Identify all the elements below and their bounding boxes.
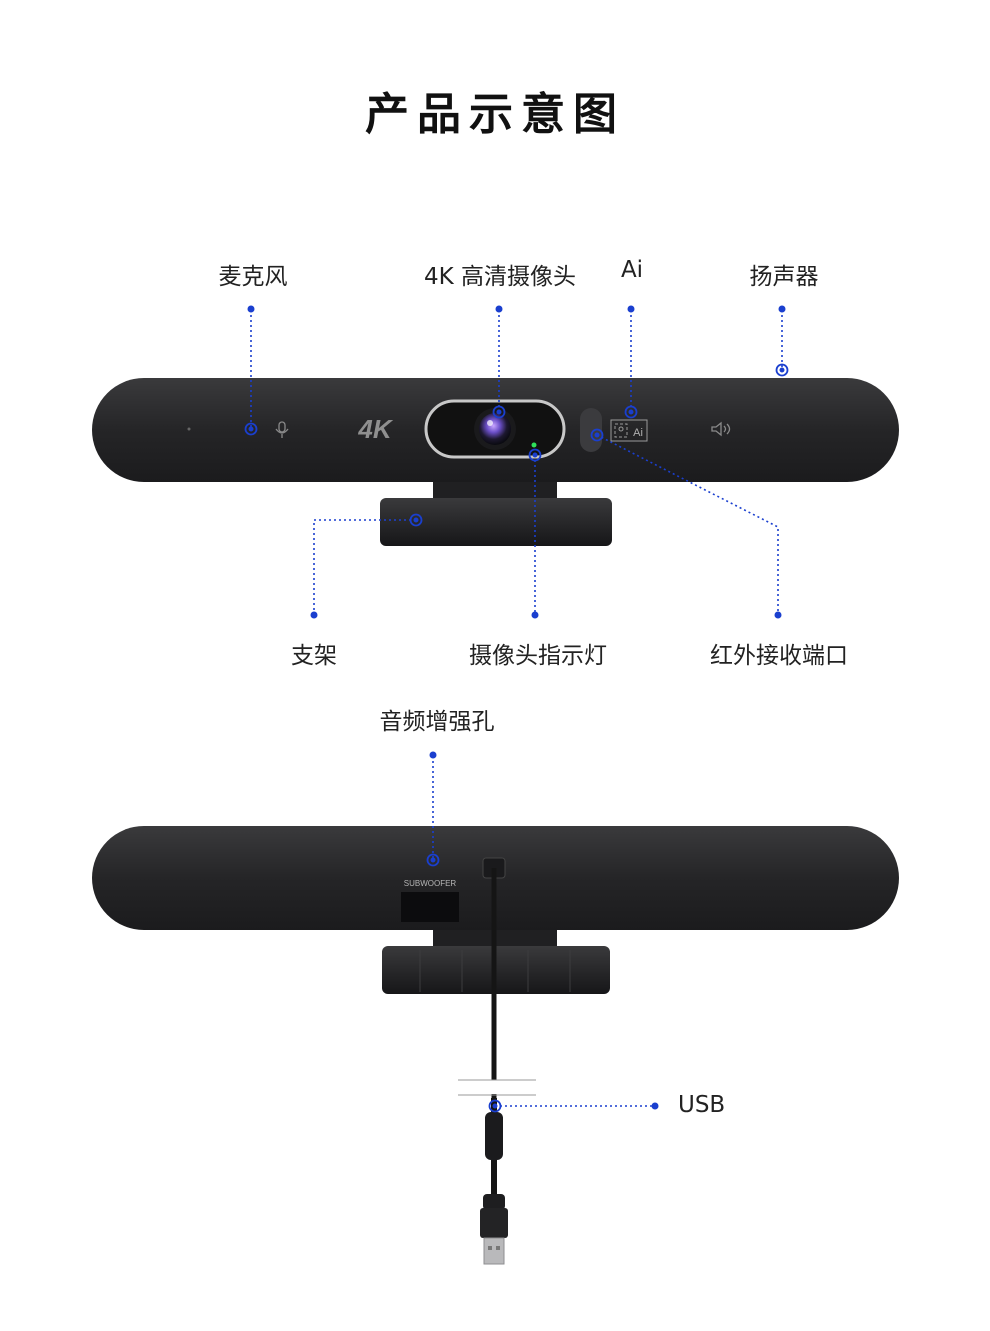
back-callouts — [432, 756, 655, 1107]
label-microphone: 麦克风 — [218, 264, 288, 290]
subwoofer-port — [401, 892, 459, 922]
dot-ir-bottom — [774, 611, 782, 619]
callout-line-stand — [313, 519, 416, 614]
label-ai: Ai — [620, 257, 644, 283]
subwoofer-text: SUBWOOFER — [404, 879, 457, 888]
front-view: 4K Ai — [92, 378, 899, 546]
ferrite-core — [485, 1112, 503, 1160]
badge-4k: 4K — [357, 414, 393, 444]
front-stand-hinge — [433, 480, 557, 502]
camera-lens — [479, 413, 511, 445]
speaker-icon — [711, 421, 731, 437]
dot-camera-top — [495, 305, 503, 313]
dot-indicator-bottom — [531, 611, 539, 619]
usb-cable — [458, 868, 536, 1265]
usb-plug-body — [480, 1208, 508, 1238]
label-usb: USB — [678, 1092, 726, 1118]
front-callout-dots — [247, 305, 786, 619]
front-target-rings — [244, 363, 789, 527]
label-indicator: 摄像头指示灯 — [469, 643, 607, 669]
dot-microphone-top — [247, 305, 255, 313]
back-target-rings — [426, 853, 502, 1113]
label-camera: 4K 高清摄像头 — [423, 264, 577, 290]
label-speaker: 扬声器 — [749, 264, 819, 290]
usb-plug-metal — [483, 1237, 505, 1265]
dot-ai-top — [627, 305, 635, 313]
indicator-led — [531, 442, 537, 448]
dot-speaker-top — [778, 305, 786, 313]
label-ir-receiver: 红外接收端口 — [710, 643, 848, 669]
usb-boot — [483, 1194, 505, 1210]
label-stand: 支架 — [291, 643, 337, 669]
dot-stand-bottom — [310, 611, 318, 619]
back-callout-dots — [429, 751, 659, 1110]
microphone-icon — [275, 421, 289, 438]
label-audio-hole: 音频增强孔 — [379, 709, 495, 735]
svg-text:Ai: Ai — [633, 427, 643, 439]
page-title: 产品示意图 — [365, 89, 625, 140]
front-callouts — [250, 310, 783, 614]
callout-line-ir — [596, 434, 779, 614]
ai-badge: Ai — [610, 419, 648, 442]
lens-glint — [487, 420, 493, 426]
mic-hole — [187, 427, 191, 431]
front-stand — [380, 498, 612, 546]
